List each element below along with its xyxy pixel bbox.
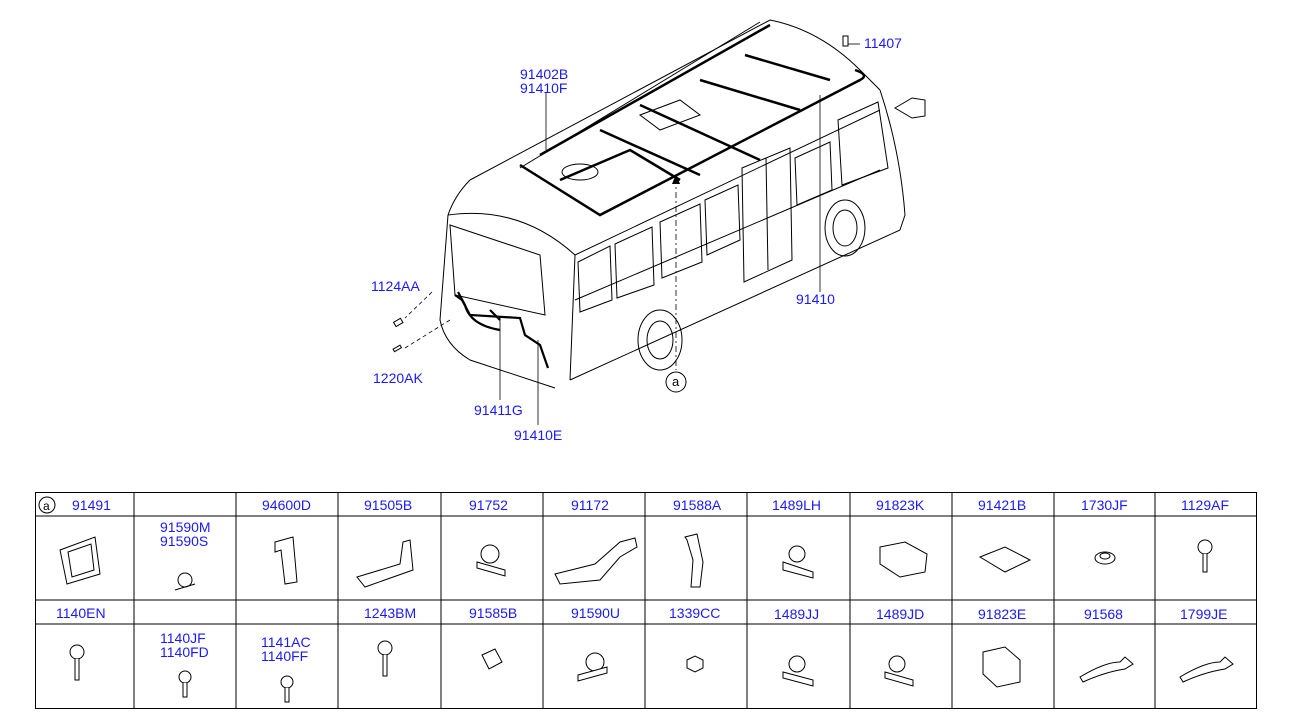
callout-91410: 91410: [796, 291, 835, 307]
table-marker-circle: [38, 496, 56, 514]
part-code: 91585B: [469, 605, 518, 621]
part-code: 1243BM: [364, 605, 417, 621]
table-marker-label: a: [43, 499, 50, 513]
grommet-icon: [1094, 551, 1116, 565]
cable-tie-icon: [1079, 656, 1134, 683]
cable-tie-icon: [1179, 656, 1234, 683]
rear-wiring-harness: [454, 291, 550, 369]
callout-91402b: 91402B: [520, 66, 569, 82]
callout-91410f: 91410F: [520, 80, 568, 96]
reference-marker-label: a: [672, 374, 680, 389]
part-code: 91590M: [160, 519, 211, 535]
pad-icon: [978, 546, 1032, 573]
reference-marker-a: [665, 371, 687, 393]
sleeve-icon: [481, 648, 503, 670]
part-code: 1489LH: [772, 497, 822, 513]
grommet-frame-icon: [59, 536, 101, 585]
part-code: 1140FD: [160, 644, 209, 660]
part-code: 91823E: [978, 606, 1027, 622]
part-code: 91172: [571, 497, 609, 513]
callout-1220ak: 1220AK: [373, 370, 423, 386]
tapping-screw-icon: [377, 640, 393, 677]
p-clamp-icon: [577, 652, 608, 682]
part-code: 91590U: [571, 605, 621, 621]
parts-table: [35, 492, 1257, 709]
bracket-icon: [274, 536, 298, 585]
callout-1124aa: 1124AA: [371, 278, 420, 294]
part-code: 1140FF: [261, 648, 309, 664]
part-code: 91823K: [876, 497, 925, 513]
part-code: 1140JF: [160, 630, 206, 646]
part-code: 1799JE: [1180, 606, 1228, 622]
clamp-icon: [782, 655, 814, 687]
connector-block-icon: [879, 541, 928, 578]
table-grid: [35, 492, 1257, 709]
connector-icon: [982, 646, 1021, 688]
part-code: 1129AF: [1181, 497, 1229, 513]
arrow-head-icon: [672, 174, 680, 184]
roof-wiring-harness: [519, 23, 866, 217]
clamp-icon: [782, 545, 814, 579]
bolt-icon: [280, 675, 294, 703]
clip-icon: [174, 572, 196, 591]
bus-wiring-diagram: [392, 19, 926, 425]
callout-11407: 11407: [864, 35, 902, 51]
nut-icon: [686, 655, 704, 673]
part-code: 94600D: [262, 497, 312, 513]
part-code: 91505B: [364, 497, 413, 513]
part-code: 91421B: [978, 497, 1027, 513]
callout-91410e: 91410E: [514, 427, 563, 443]
part-code: 91752: [469, 497, 508, 513]
row2-part-icons: [69, 640, 1234, 703]
part-code: 1489JD: [876, 606, 925, 622]
part-code: 1339CC: [669, 605, 721, 621]
protector-icon: [554, 537, 638, 585]
screw-icon: [1197, 539, 1213, 573]
bolt-icon: [178, 670, 192, 698]
part-code: 91588A: [673, 497, 722, 513]
clamp-icon: [884, 655, 914, 687]
s-bracket-icon: [684, 533, 704, 588]
part-code: 91568: [1084, 606, 1123, 622]
leader-lines: [404, 43, 860, 425]
bolt-icons: [392, 35, 849, 353]
long-bracket-icon: [356, 539, 414, 588]
p-clamp-icon: [476, 544, 506, 577]
part-code: 1489JJ: [774, 606, 820, 622]
bolt-icon: [69, 644, 85, 681]
part-code: 1140EN: [56, 605, 106, 621]
part-code: 1730JF: [1081, 497, 1128, 513]
row1-part-icons: [59, 533, 1213, 591]
bus-body-outline: [439, 19, 926, 389]
part-code: 91491: [72, 497, 111, 513]
callout-91411g: 91411G: [474, 402, 523, 418]
part-code: 1141AC: [261, 634, 311, 650]
part-code: 91590S: [160, 533, 209, 549]
